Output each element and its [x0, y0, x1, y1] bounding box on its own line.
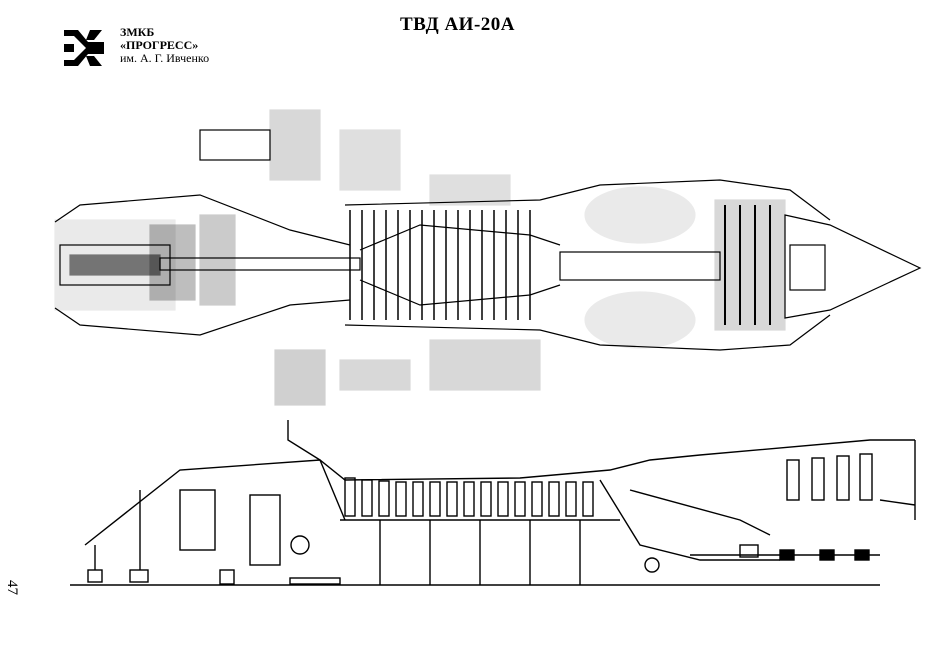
- org-name-line3: им. А. Г. Ивченко: [120, 51, 210, 65]
- zmkb-progress-logo-icon: [64, 30, 104, 66]
- organization-block: ЗМКБ «ПРОГРЕСС» им. А. Г. Ивченко: [120, 26, 209, 65]
- org-name-line1: ЗМКБ: [120, 25, 155, 39]
- org-name-line2: «ПРОГРЕСС»: [120, 38, 199, 52]
- page-title: ТВД АИ-20А: [400, 14, 515, 35]
